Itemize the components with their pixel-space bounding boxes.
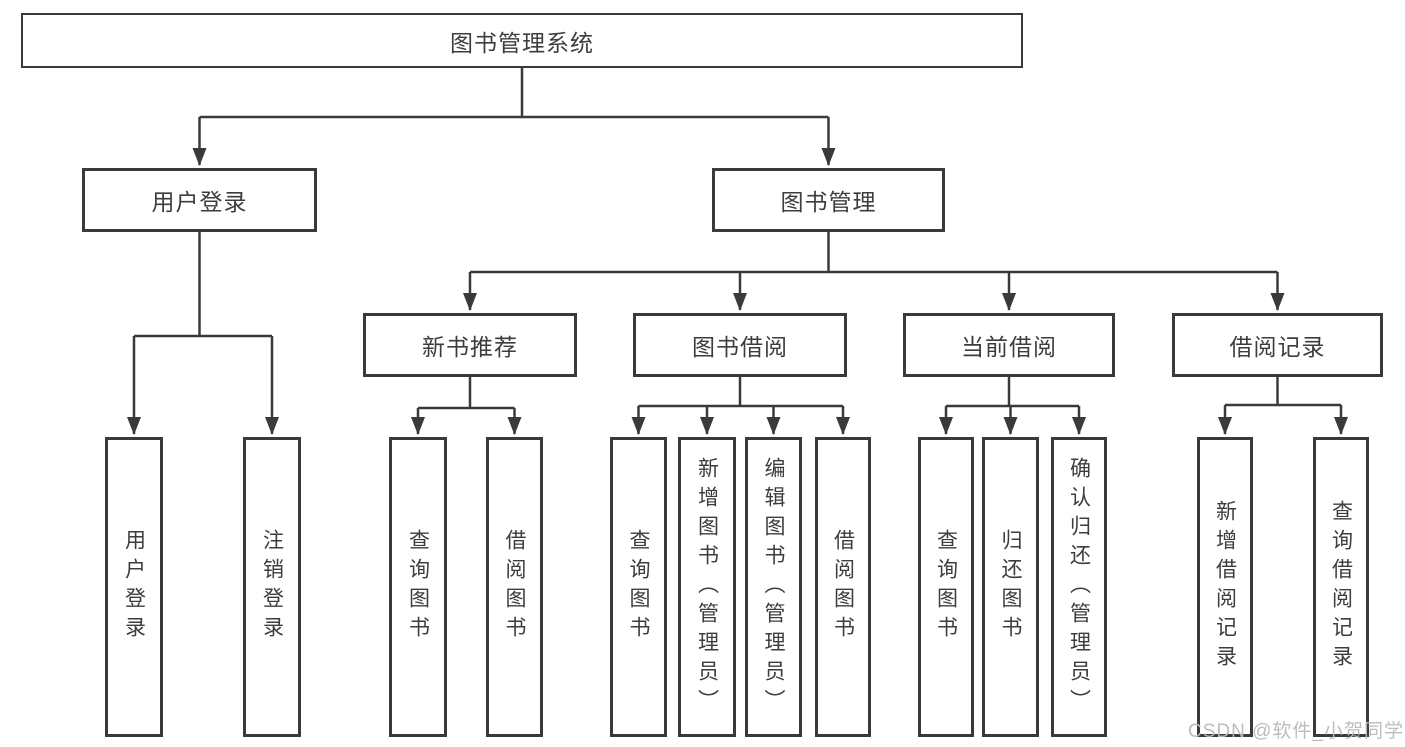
leaf-cb-return-books-label: 归还图书 [999, 529, 1023, 645]
leaf-rec-query-books: 查询图书 [389, 437, 447, 737]
leaf-cb-confirm-return-admin-label: 确认归还（管理员） [1067, 456, 1091, 718]
leaf-user-login-label: 用户登录 [122, 529, 146, 645]
node-current-borrow: 当前借阅 [903, 313, 1115, 377]
node-new-book-recommendation: 新书推荐 [363, 313, 577, 377]
leaf-cb-return-books: 归还图书 [982, 437, 1039, 737]
leaf-logout-label: 注销登录 [260, 529, 284, 645]
watermark: CSDN @软件_小贺同学 [1188, 721, 1404, 742]
leaf-br-query-record-label: 查询借阅记录 [1329, 500, 1353, 674]
node-borrow-records: 借阅记录 [1172, 313, 1383, 377]
leaf-bb-edit-books-admin: 编辑图书（管理员） [745, 437, 802, 737]
leaf-bb-edit-books-admin-label: 编辑图书（管理员） [762, 456, 786, 718]
leaf-bb-query-books: 查询图书 [610, 437, 667, 737]
leaf-logout: 注销登录 [243, 437, 301, 737]
node-user-login: 用户登录 [82, 168, 317, 232]
leaf-bb-borrow-books: 借阅图书 [815, 437, 871, 737]
branch-borrow-records [1218, 377, 1348, 435]
leaf-bb-query-books-label: 查询图书 [627, 529, 651, 645]
leaf-rec-borrow-books: 借阅图书 [486, 437, 543, 737]
leaf-rec-borrow-books-label: 借阅图书 [503, 529, 527, 645]
leaf-cb-confirm-return-admin: 确认归还（管理员） [1051, 437, 1107, 737]
leaf-br-query-record: 查询借阅记录 [1313, 437, 1369, 737]
node-root: 图书管理系统 [21, 13, 1023, 68]
leaf-bb-add-books-admin: 新增图书（管理员） [678, 437, 736, 737]
branch-root [192, 68, 836, 166]
leaf-cb-query-books-label: 查询图书 [934, 529, 958, 645]
branch-book-mgmt [463, 232, 1285, 311]
leaf-cb-query-books: 查询图书 [918, 437, 974, 737]
leaf-bb-add-books-admin-label: 新增图书（管理员） [695, 456, 719, 718]
branch-book-borrow [631, 377, 850, 435]
leaf-rec-query-books-label: 查询图书 [406, 529, 430, 645]
leaf-bb-borrow-books-label: 借阅图书 [831, 529, 855, 645]
node-book-management: 图书管理 [712, 168, 945, 232]
branch-current-borrow [939, 377, 1086, 435]
node-book-borrow: 图书借阅 [633, 313, 847, 377]
branch-user-login [127, 232, 279, 435]
leaf-br-add-record-label: 新增借阅记录 [1213, 500, 1237, 674]
branch-new-book-rec [411, 377, 522, 435]
leaf-user-login: 用户登录 [105, 437, 163, 737]
leaf-br-add-record: 新增借阅记录 [1197, 437, 1253, 737]
